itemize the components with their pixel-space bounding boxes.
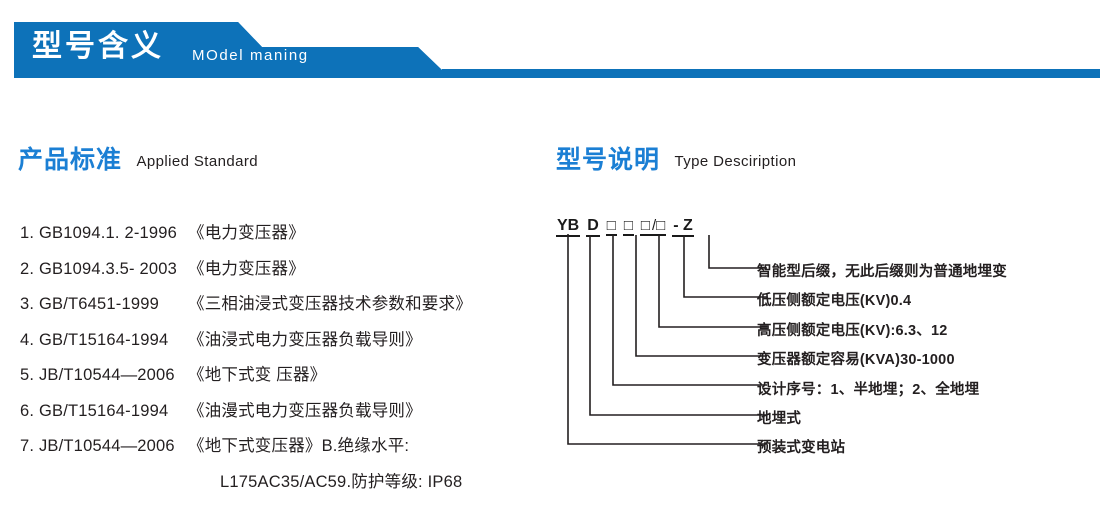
leader-lines <box>567 234 767 445</box>
code-segment: □ <box>622 217 634 236</box>
type-label: 变压器额定容易(KVA)30-1000 <box>757 352 955 369</box>
type-label: 地埋式 <box>757 410 802 427</box>
section-heading-cn: 型号说明 <box>556 146 661 174</box>
standard-name: 《电力变压器》 <box>188 224 305 242</box>
banner-shape <box>14 22 1100 78</box>
standard-code: 2. GB1094.3.5- 2003 <box>20 259 178 278</box>
standard-code: 1. GB1094.1. 2-1996 <box>20 224 178 242</box>
standard-name: 《三相油浸式变压器技术参数和要求》 <box>188 295 472 313</box>
code-segment: D <box>586 217 600 237</box>
standard-code: 5. JB/T10544—2006 <box>20 366 175 384</box>
standard-name: 《油浸式电力变压器负载导则》 <box>188 330 422 349</box>
type-code-string: YB D □ □ □/□ - Z <box>556 217 694 237</box>
banner-title-cn: 型号含义 <box>32 30 164 63</box>
standard-name: 《地下式变 压器》 <box>188 366 327 384</box>
code-segment: - Z <box>672 217 694 237</box>
standard-code: 4. GB/T15164-1994 <box>20 330 169 349</box>
standard-code: 3. GB/T6451-1999 <box>20 295 159 313</box>
list-item: 4. GB/T15164-1994 《油浸式电力变压器负载导则》 <box>20 323 540 359</box>
section-heading-en: Applied Standard <box>136 153 258 170</box>
type-label: 预装式变电站 <box>757 440 846 457</box>
list-item: 1. GB1094.1. 2-1996 《电力变压器》 <box>20 216 540 252</box>
list-item: 7. JB/T10544—2006 《地下式变压器》B.绝缘水平: <box>20 429 540 465</box>
section-heading-type-description: 型号说明 Type Desciription <box>556 140 796 176</box>
header-banner: 型号含义 MOdel maning <box>0 0 1100 100</box>
type-label: 高压侧额定电压(KV):6.3、12 <box>757 322 948 339</box>
standard-code: 7. JB/T10544—2006 <box>20 437 175 455</box>
list-item: 2. GB1094.3.5- 2003 《电力变压器》 <box>20 252 540 288</box>
standard-name: 《地下式变压器》B.绝缘水平: <box>188 437 410 455</box>
standards-list: 1. GB1094.1. 2-1996 《电力变压器》 2. GB1094.3.5… <box>20 216 540 500</box>
section-heading-applied-standard: 产品标准 Applied Standard <box>18 140 258 176</box>
standard-name: 《油漫式电力变压器负载导则》 <box>188 401 422 420</box>
type-label-list: 智能型后缀，无此后缀则为普通地埋变 低压侧额定电压(KV)0.4 高压侧额定电压… <box>757 258 1097 464</box>
type-label: 低压侧额定电压(KV)0.4 <box>757 293 912 310</box>
standard-code: 6. GB/T15164-1994 <box>20 401 169 420</box>
code-segment: □ <box>605 217 617 236</box>
code-segment: □ <box>639 217 651 236</box>
standard-name: 《电力变压器》 <box>188 259 305 278</box>
list-item: 5. JB/T10544—2006 《地下式变 压器》 <box>20 358 540 394</box>
section-heading-en: Type Desciription <box>674 153 797 170</box>
type-label: 智能型后缀，无此后缀则为普通地埋变 <box>757 264 1007 280</box>
standard-continuation-line: L175AC35/AC59.防护等级: IP68 <box>220 472 463 491</box>
banner-title-en: MOdel maning <box>192 47 309 64</box>
type-label: 设计序号：1、半地埋；2、全地埋 <box>757 381 980 398</box>
list-item: 6. GB/T15164-1994 《油漫式电力变压器负载导则》 <box>20 394 540 430</box>
section-heading-cn: 产品标准 <box>18 146 123 174</box>
list-item: 3. GB/T6451-1999 《三相油浸式变压器技术参数和要求》 <box>20 287 540 323</box>
